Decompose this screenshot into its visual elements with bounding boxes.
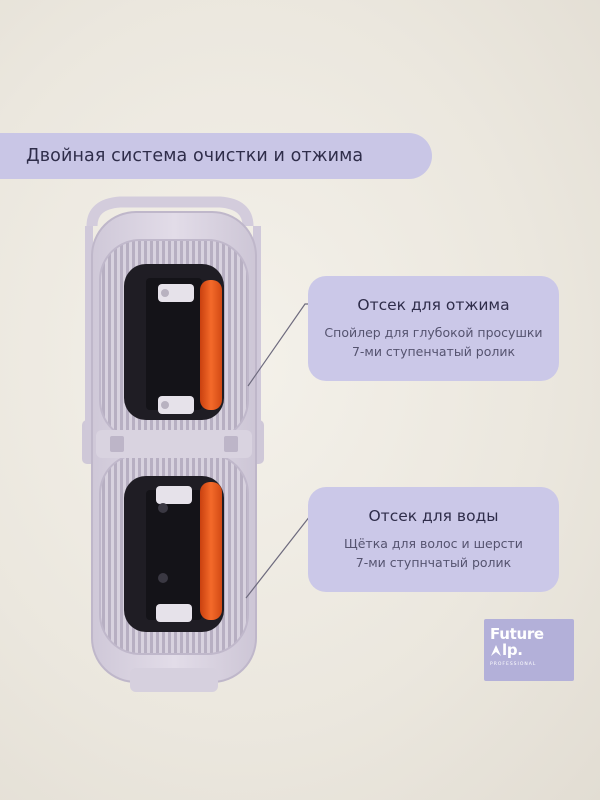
brand-logo: Future lp. PROFESSIONAL — [484, 619, 574, 681]
logo-text-line2-wrap: lp. — [490, 642, 568, 658]
callout-line: 7-ми ступнчатый ролик — [355, 555, 512, 570]
logo-text-line2: lp. — [502, 641, 523, 659]
callout-line: Щётка для волос и шерсти — [344, 536, 523, 551]
callout-heading: Отсек для воды — [368, 507, 499, 525]
callout-heading: Отсек для отжима — [357, 296, 510, 314]
handle — [86, 196, 254, 227]
page-title: Двойная система очистки и отжима — [26, 146, 364, 166]
arrow-logo-icon — [491, 644, 501, 656]
logo-text-line1: Future — [490, 625, 544, 643]
title-banner: Двойная система очистки и отжима — [0, 133, 432, 179]
spin-roller — [200, 280, 222, 410]
callout-water-compartment: Отсек для воды Щётка для волос и шерсти … — [308, 487, 559, 592]
bucket-foot — [130, 668, 218, 692]
water-roller — [200, 482, 222, 620]
divider — [96, 430, 252, 458]
logo-text-line3: PROFESSIONAL — [490, 662, 537, 667]
callout-line: 7-ми ступенчатый ролик — [351, 344, 516, 359]
callout-spin-compartment: Отсек для отжима Спойлер для глубокой пр… — [308, 276, 559, 381]
callout-line: Спойлер для глубокой просушки — [324, 325, 543, 340]
